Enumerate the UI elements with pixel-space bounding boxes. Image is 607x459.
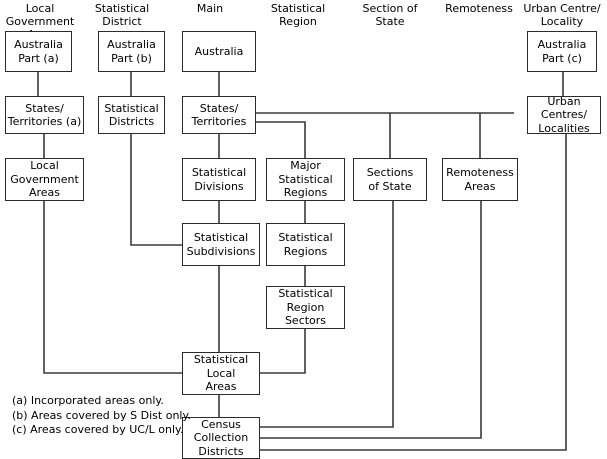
column-heading-ucl: Urban Centre/ Locality xyxy=(523,2,601,28)
connector-ccd-ucl xyxy=(260,134,567,451)
connector-ccd-sos xyxy=(260,201,394,428)
node-ucls[interactable]: Urban Centres/ Localities xyxy=(527,95,601,135)
node-sregions[interactable]: Statistical Regions xyxy=(266,223,345,266)
node-states[interactable]: States/ Territories xyxy=(182,96,256,134)
node-sdistricts[interactable]: Statistical Districts xyxy=(98,96,165,134)
footnote-line-1: (a) Incorporated areas only. xyxy=(12,394,164,407)
node-states_a[interactable]: States/ Territories (a) xyxy=(5,96,84,134)
node-australia[interactable]: Australia xyxy=(182,31,256,72)
node-sdivisions[interactable]: Statistical Divisions xyxy=(182,158,256,201)
connector-srsectors-sla xyxy=(260,329,306,374)
node-sla[interactable]: Statistical Local Areas xyxy=(182,352,260,395)
column-heading-sdist: Statistical District xyxy=(94,2,150,28)
node-aus_c[interactable]: Australia Part (c) xyxy=(527,31,597,72)
connector-states-msr xyxy=(256,121,306,158)
node-lgas[interactable]: Local Government Areas xyxy=(5,158,84,201)
node-aus_a[interactable]: Australia Part (a) xyxy=(5,31,72,72)
node-msr[interactable]: Major Statistical Regions xyxy=(266,158,345,201)
column-heading-remo: Remoteness xyxy=(445,2,513,15)
column-heading-sreg: Statistical Region xyxy=(270,2,326,28)
column-heading-sos: Section of State xyxy=(362,2,418,28)
node-ssubdiv[interactable]: Statistical Subdivisions xyxy=(182,223,260,266)
footnotes: (a) Incorporated areas only.(b) Areas co… xyxy=(12,394,191,438)
node-remo_box[interactable]: Remoteness Areas xyxy=(442,158,518,201)
node-aus_b[interactable]: Australia Part (b) xyxy=(98,31,165,72)
footnote-line-3: (c) Areas covered by UC/L only. xyxy=(12,423,184,436)
node-sos_box[interactable]: Sections of State xyxy=(353,158,427,201)
connector-lgas-sla xyxy=(43,201,182,374)
footnote-line-2: (b) Areas covered by S Dist only. xyxy=(12,408,191,422)
connector-ccd-remo xyxy=(260,201,482,439)
node-srsectors[interactable]: Statistical Region Sectors xyxy=(266,286,345,329)
connector-sdistricts-ssubdiv xyxy=(130,134,182,246)
column-heading-main: Main xyxy=(196,2,224,15)
node-ccd[interactable]: Census Collection Districts xyxy=(182,417,260,459)
